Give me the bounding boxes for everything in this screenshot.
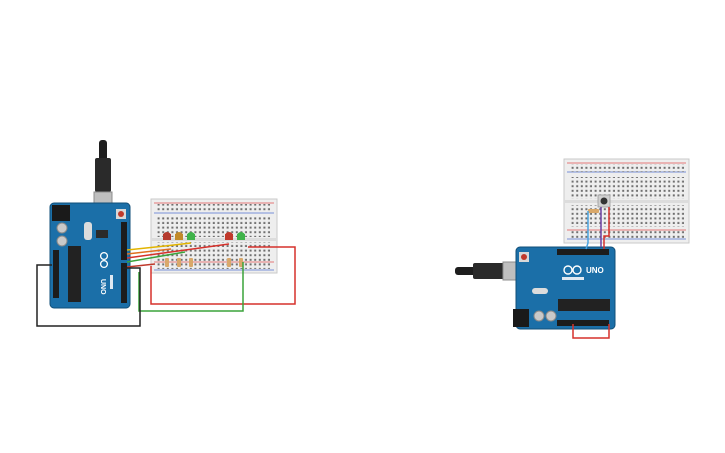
reset-button-right-icon[interactable] xyxy=(521,254,527,260)
led-4-icon[interactable] xyxy=(225,232,233,240)
led-5-icon[interactable] xyxy=(237,232,245,240)
left-circuit: UNO xyxy=(36,140,296,327)
arduino-logo-icon xyxy=(99,251,109,269)
led-2-icon[interactable] xyxy=(175,232,183,240)
right-circuit: UNO xyxy=(455,158,690,339)
arduino-uno-right[interactable]: UNO xyxy=(513,246,616,330)
breadboard-right[interactable] xyxy=(563,158,690,244)
reset-button-icon[interactable] xyxy=(118,211,124,217)
led-3-icon[interactable] xyxy=(187,232,195,240)
board-label-left: UNO xyxy=(99,279,106,295)
wires-left[interactable] xyxy=(36,242,296,327)
resistors-left[interactable] xyxy=(165,258,243,267)
arduino-logo-right-icon xyxy=(563,265,582,275)
pushbutton-icon[interactable] xyxy=(597,194,611,208)
led-1-icon[interactable] xyxy=(163,232,171,240)
arduino-uno-left[interactable]: UNO xyxy=(49,202,131,309)
wires-right[interactable] xyxy=(572,207,610,339)
breadboard-left[interactable] xyxy=(150,198,278,274)
board-label-right: UNO xyxy=(586,266,604,275)
resistor-right-icon[interactable] xyxy=(588,209,599,213)
